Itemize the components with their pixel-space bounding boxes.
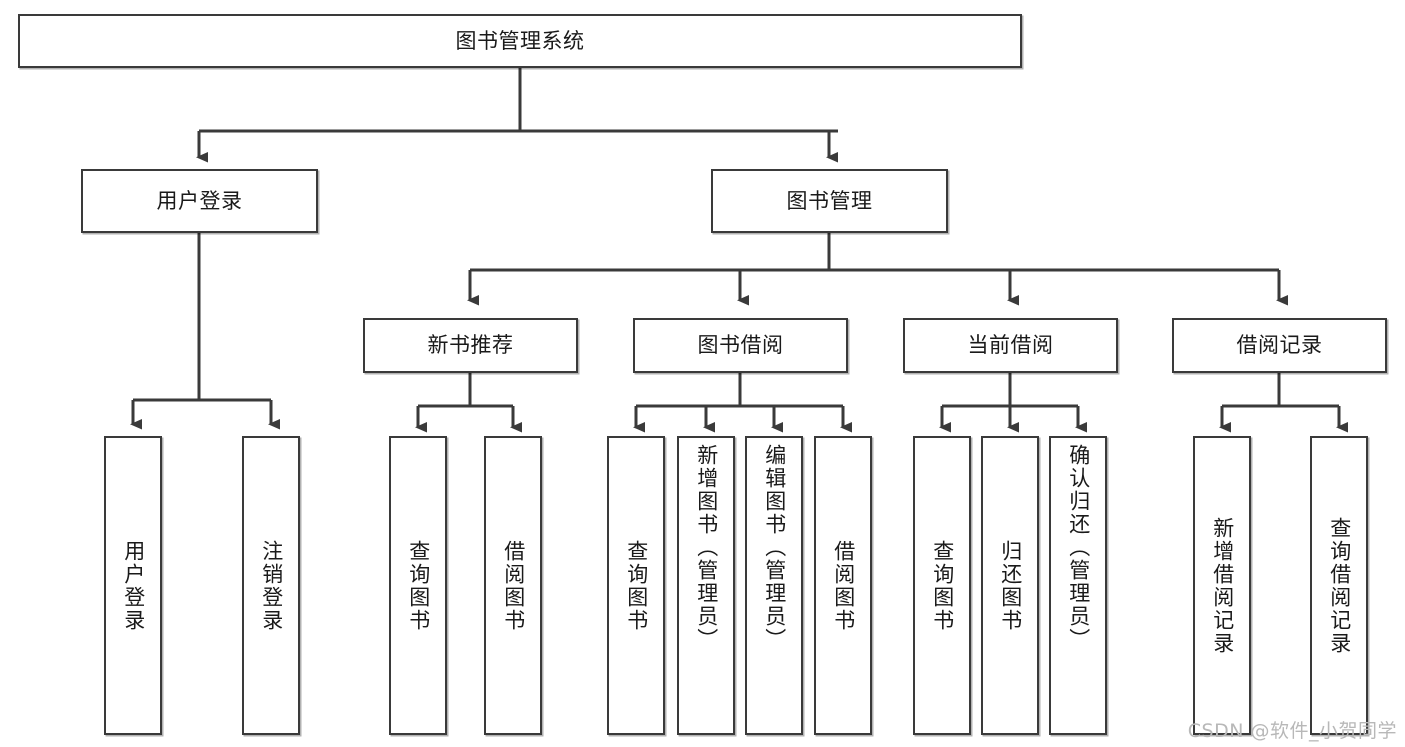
leaf-query-borrow-record[interactable]: 查询借阅记录 <box>1310 436 1368 735</box>
leaf-return-book[interactable]: 归还图书 <box>981 436 1039 735</box>
leaf-add-book-admin[interactable]: 新增图书（管理员） <box>677 436 735 735</box>
leaf-user-login[interactable]: 用户登录 <box>104 436 162 735</box>
node-label: 编辑图书（管理员） <box>762 444 787 651</box>
node-label: 归还图书 <box>998 539 1023 632</box>
node-label: 借阅图书 <box>831 539 856 632</box>
node-current-borrow[interactable]: 当前借阅 <box>903 318 1118 373</box>
leaf-borrow-book[interactable]: 借阅图书 <box>814 436 872 735</box>
leaf-confirm-return-admin[interactable]: 确认归还（管理员） <box>1049 436 1107 735</box>
leaf-logout-login[interactable]: 注销登录 <box>242 436 300 735</box>
node-label: 查询图书 <box>624 539 649 632</box>
node-label: 新增图书（管理员） <box>694 444 719 651</box>
node-root-system[interactable]: 图书管理系统 <box>18 14 1022 68</box>
leaf-query-book-recommend[interactable]: 查询图书 <box>389 436 447 735</box>
node-new-book-recommend[interactable]: 新书推荐 <box>363 318 578 373</box>
leaf-edit-book-admin[interactable]: 编辑图书（管理员） <box>745 436 803 735</box>
node-label: 借阅记录 <box>1236 333 1323 358</box>
leaf-add-borrow-record[interactable]: 新增借阅记录 <box>1193 436 1251 735</box>
watermark-text: CSDN @软件_小贺同学 <box>1187 720 1397 742</box>
node-label: 图书管理 <box>786 188 873 213</box>
node-label: 当前借阅 <box>967 333 1054 358</box>
node-label: 查询借阅记录 <box>1327 516 1352 655</box>
node-label: 新书推荐 <box>427 333 514 358</box>
node-book-management[interactable]: 图书管理 <box>711 169 948 233</box>
node-book-borrow[interactable]: 图书借阅 <box>633 318 848 373</box>
node-user-login[interactable]: 用户登录 <box>81 169 318 233</box>
node-label: 图书借阅 <box>697 333 784 358</box>
node-label: 借阅图书 <box>501 539 526 632</box>
leaf-query-book-current[interactable]: 查询图书 <box>913 436 971 735</box>
node-label: 用户登录 <box>121 539 146 632</box>
leaf-borrow-book-recommend[interactable]: 借阅图书 <box>484 436 542 735</box>
node-label: 查询图书 <box>406 539 431 632</box>
node-label: 确认归还（管理员） <box>1066 444 1091 651</box>
node-borrow-record[interactable]: 借阅记录 <box>1172 318 1387 373</box>
node-label: 查询图书 <box>930 539 955 632</box>
node-label: 注销登录 <box>259 539 284 632</box>
node-label: 新增借阅记录 <box>1210 516 1235 655</box>
node-label: 用户登录 <box>156 188 243 213</box>
node-label: 图书管理系统 <box>455 28 585 53</box>
leaf-query-book-borrow[interactable]: 查询图书 <box>607 436 665 735</box>
